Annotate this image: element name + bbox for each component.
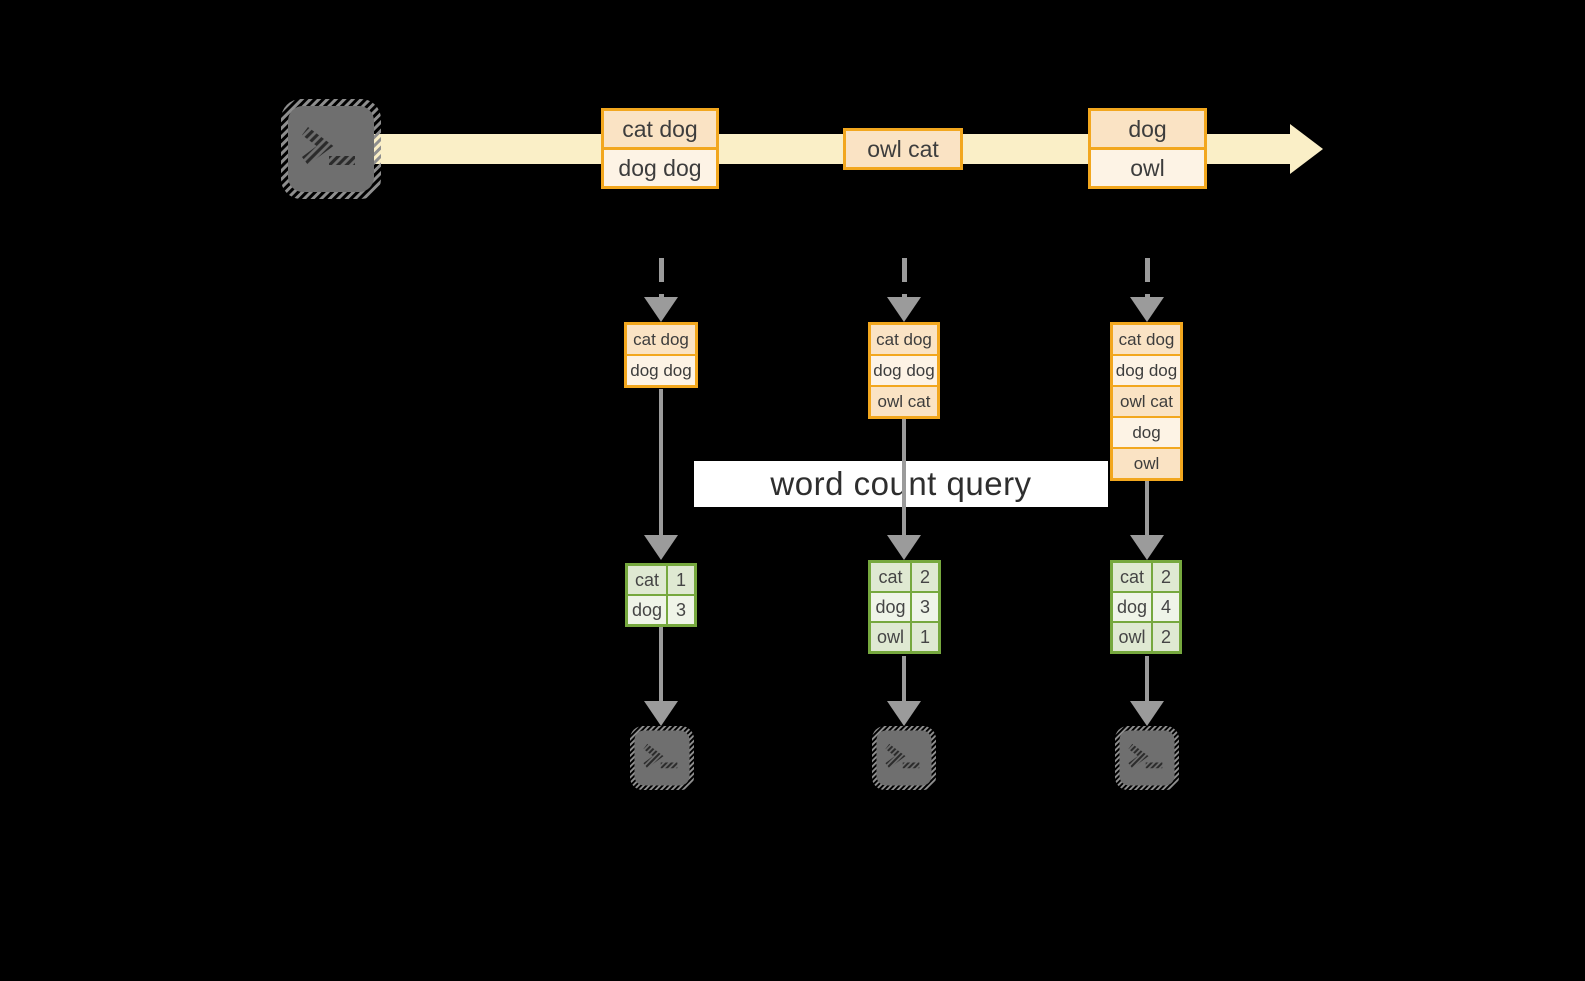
stream-record: owl bbox=[1091, 147, 1204, 186]
query-arrow-line-2 bbox=[902, 417, 906, 537]
micro-batch-row: owl cat bbox=[871, 385, 937, 416]
count-word: dog bbox=[1116, 596, 1148, 617]
trigger-arrowhead-2 bbox=[887, 297, 921, 322]
count-value: 3 bbox=[666, 596, 694, 624]
count-row: owl 1 bbox=[871, 621, 938, 651]
stream-record: dog dog bbox=[604, 147, 716, 186]
count-row: cat 1 bbox=[628, 566, 694, 594]
terminal-icon bbox=[280, 99, 382, 199]
micro-batch-row: dog dog bbox=[627, 354, 695, 385]
count-value: 4 bbox=[1151, 593, 1179, 621]
count-value: 2 bbox=[910, 563, 938, 591]
count-row: dog 3 bbox=[871, 591, 938, 621]
query-arrow-line-1 bbox=[659, 389, 663, 537]
stream-record: cat dog bbox=[604, 111, 716, 147]
count-word: cat bbox=[634, 569, 659, 590]
trigger-arrowhead-1 bbox=[644, 297, 678, 322]
count-value: 3 bbox=[910, 593, 938, 621]
count-value: 1 bbox=[910, 623, 938, 651]
sink-arrow-line-3 bbox=[1145, 656, 1149, 703]
count-table-1: cat 1 dog 3 bbox=[625, 563, 697, 627]
trigger-arrow-line-3 bbox=[1145, 258, 1150, 300]
count-row: dog 3 bbox=[628, 594, 694, 624]
count-row: cat 2 bbox=[1113, 563, 1179, 591]
query-arrow-line-3 bbox=[1145, 479, 1149, 537]
sink-arrow-line-2 bbox=[902, 656, 906, 703]
stream-arrowhead-icon bbox=[1290, 124, 1323, 174]
query-label: word count query bbox=[694, 461, 1108, 507]
sink-arrowhead-2 bbox=[887, 701, 921, 726]
count-word: dog bbox=[875, 596, 906, 617]
micro-batch-2: cat dog dog dog owl cat bbox=[868, 322, 940, 419]
count-value: 1 bbox=[666, 566, 694, 594]
terminal-icon bbox=[1115, 726, 1179, 790]
count-row: dog 4 bbox=[1113, 591, 1179, 621]
trigger-arrow-line-2 bbox=[902, 258, 907, 300]
count-word: owl bbox=[1118, 626, 1146, 647]
micro-batch-row: dog dog bbox=[1113, 354, 1180, 385]
count-value: 2 bbox=[1151, 563, 1179, 591]
micro-batch-row: cat dog bbox=[1113, 325, 1180, 354]
micro-batch-row: dog dog bbox=[871, 354, 937, 385]
sink-arrow-line-1 bbox=[659, 627, 663, 703]
count-word: owl bbox=[876, 626, 904, 647]
micro-batch-1: cat dog dog dog bbox=[624, 322, 698, 388]
count-value: 2 bbox=[1151, 623, 1179, 651]
count-table-3: cat 2 dog 4 owl 2 bbox=[1110, 560, 1182, 654]
terminal-icon bbox=[630, 726, 694, 790]
stream-batch-2: owl cat bbox=[843, 128, 963, 170]
count-word: cat bbox=[1119, 566, 1144, 587]
terminal-icon bbox=[872, 726, 936, 790]
trigger-arrowhead-3 bbox=[1130, 297, 1164, 322]
count-word: dog bbox=[631, 599, 663, 620]
stream-batch-3: dog owl bbox=[1088, 108, 1207, 189]
micro-batch-row: cat dog bbox=[871, 325, 937, 354]
count-row: owl 2 bbox=[1113, 621, 1179, 651]
stream-record: dog bbox=[1091, 111, 1204, 147]
micro-batch-row: owl bbox=[1113, 447, 1180, 478]
count-row: cat 2 bbox=[871, 563, 938, 591]
stream-batch-1: cat dog dog dog bbox=[601, 108, 719, 189]
micro-batch-3: cat dog dog dog owl cat dog owl bbox=[1110, 322, 1183, 481]
query-arrowhead-1 bbox=[644, 535, 678, 560]
micro-batch-row: owl cat bbox=[1113, 385, 1180, 416]
sink-arrowhead-3 bbox=[1130, 701, 1164, 726]
count-table-2: cat 2 dog 3 owl 1 bbox=[868, 560, 941, 654]
query-arrowhead-3 bbox=[1130, 535, 1164, 560]
stream-record: owl cat bbox=[846, 131, 960, 167]
count-word: cat bbox=[878, 566, 903, 587]
trigger-arrow-line-1 bbox=[659, 258, 664, 300]
sink-arrowhead-1 bbox=[644, 701, 678, 726]
micro-batch-row: dog bbox=[1113, 416, 1180, 447]
query-arrowhead-2 bbox=[887, 535, 921, 560]
micro-batch-row: cat dog bbox=[627, 325, 695, 354]
